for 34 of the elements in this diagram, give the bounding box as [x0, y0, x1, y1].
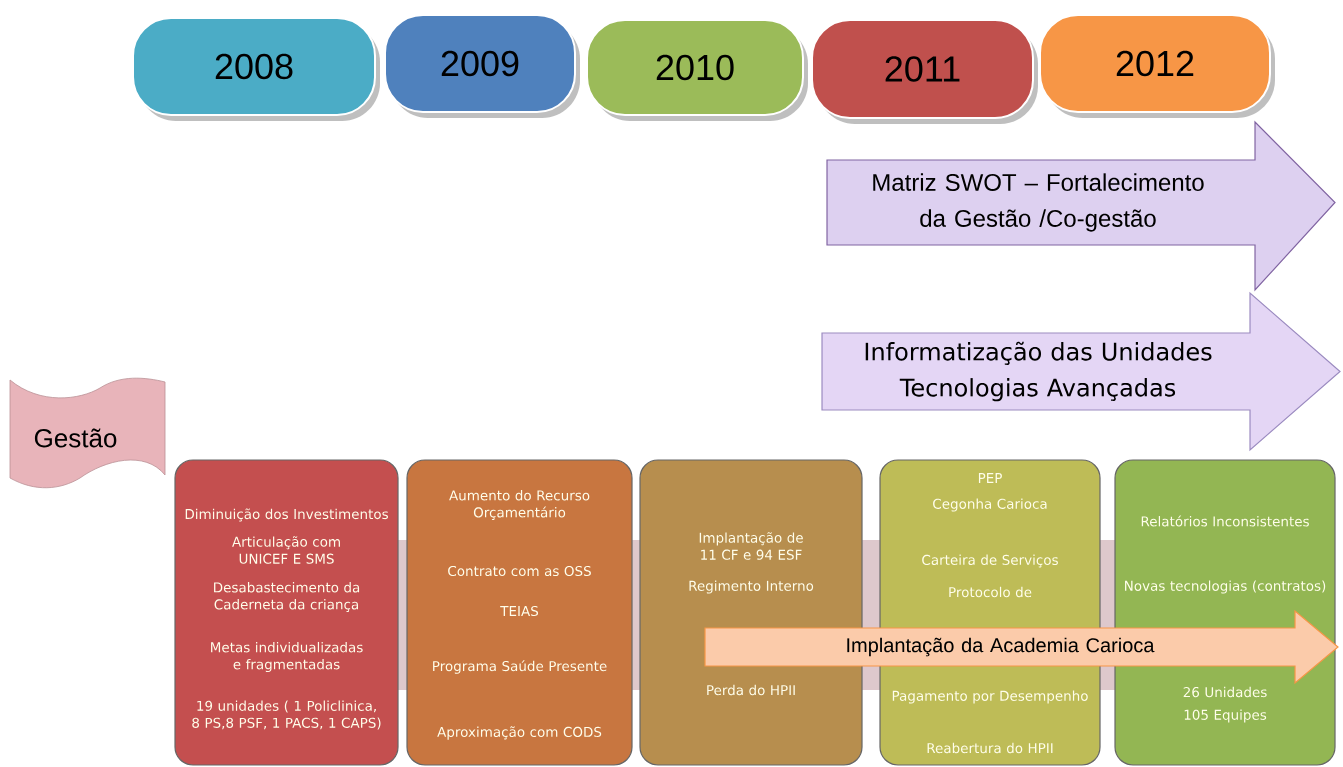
card-item: Pagamento por Desempenho	[892, 690, 1088, 704]
year-pill: 2010	[586, 19, 808, 121]
card-item: Diminuição dos Investimentos	[185, 508, 388, 522]
card-item: 19 unidades ( 1 Policlinica, 8 PS,8 PSF, 1 PACS, 1 CAPS)	[192, 700, 381, 730]
arrow-banner: Implantação da Academia Carioca	[704, 609, 1339, 685]
card-item: Protocolo de	[949, 586, 1032, 598]
title-banner: Gestão	[9, 377, 166, 489]
card-item: Relatórios Inconsistentes	[1141, 515, 1309, 527]
card-item: Carteira de Serviços	[922, 554, 1058, 568]
year-pill: 2012	[1039, 14, 1275, 118]
card-item: Programa Saúde Presente	[433, 660, 607, 674]
arrow-banner: Informatização das Unidades Tecnologias Avançadas	[821, 291, 1341, 452]
year-card	[174, 459, 399, 766]
card-item: Aproximação com CODS	[437, 726, 602, 740]
card-item: Perda do HPII	[707, 684, 795, 696]
card-item: Articulação com UNICEF E SMS	[232, 536, 340, 564]
arrow-banner: Matriz SWOT – Fortalecimento da Gestão /Co-gestão	[826, 120, 1336, 292]
card-item: Metas individualizadas e fragmentadas	[211, 641, 363, 673]
card-item: Contrato com as OSS	[448, 565, 591, 577]
card-item: Regimento Interno	[689, 580, 814, 594]
card-item: 105 Equipes	[1184, 709, 1267, 723]
card-item: Reabertura do HPII	[927, 742, 1053, 754]
card-item: Implantação de 11 CF e 94 ESF	[699, 532, 803, 560]
card-item: PEP	[978, 473, 1002, 483]
year-card	[406, 459, 633, 766]
year-pill: 2009	[384, 14, 580, 118]
year-pill: 2008	[132, 17, 380, 121]
card-item: 26 Unidades	[1183, 686, 1267, 698]
year-pill: 2011	[811, 19, 1038, 124]
card-item: Desabastecimento da Caderneta da criança	[214, 582, 360, 612]
card-item: Aumento do Recurso Orçamentário	[449, 490, 590, 520]
card-item: Cegonha Carioca	[933, 498, 1047, 512]
card-item: Novas tecnologias (contratos)	[1125, 580, 1326, 594]
card-item: TEIAS	[500, 605, 539, 617]
